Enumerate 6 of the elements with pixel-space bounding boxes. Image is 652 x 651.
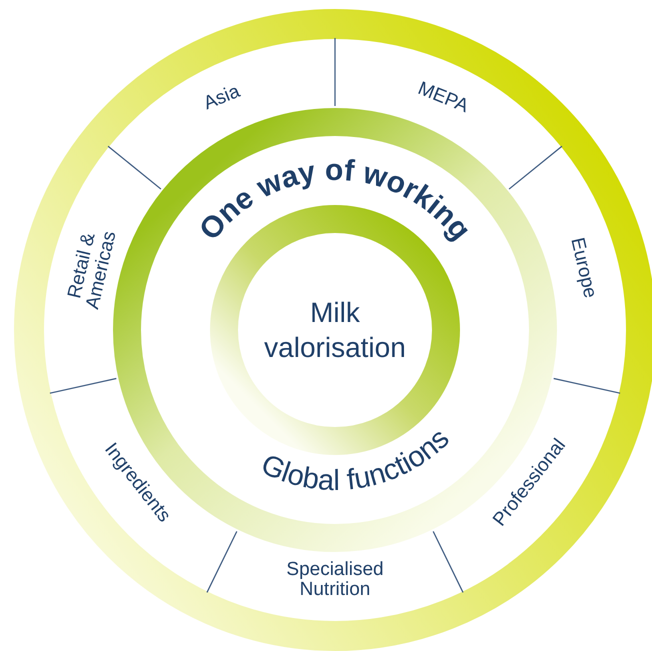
segment-label: Europe xyxy=(563,222,603,314)
segment-label: Retail & Americas xyxy=(64,224,120,312)
segment-label: Specialised Nutrition xyxy=(270,560,400,600)
segment-label: MEPA xyxy=(402,74,484,122)
center-label: Milk valorisation xyxy=(263,296,407,365)
segment-label: Asia xyxy=(181,74,263,122)
